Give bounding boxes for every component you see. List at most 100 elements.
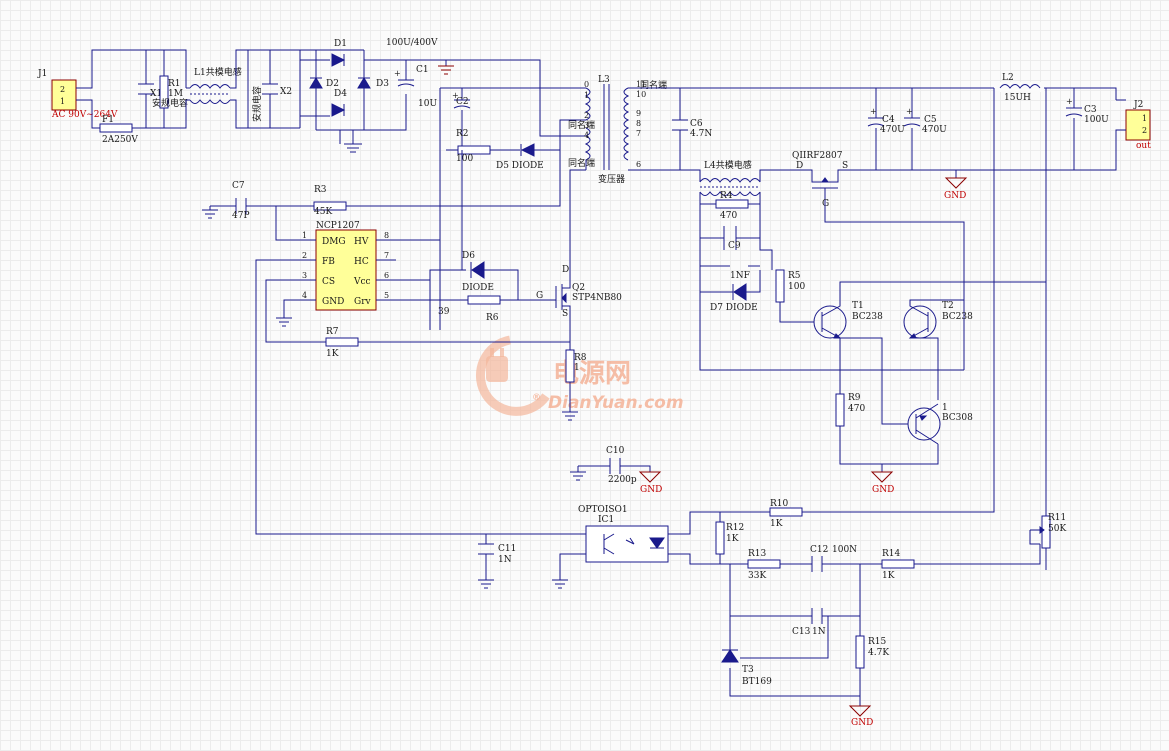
l3-pin-9: 9 [636, 109, 641, 118]
d1-label: D1 [334, 39, 347, 49]
ground-u1 [276, 316, 292, 327]
r11-value: 50K [1048, 524, 1066, 534]
c13-label: C13 [792, 627, 811, 637]
gnd-label-c10: GND [640, 485, 662, 495]
ground-secondary: GND [944, 177, 968, 201]
r1-label: R1 [168, 79, 181, 89]
c9-value: 1NF [730, 271, 750, 281]
c9-label: C9 [728, 241, 741, 251]
transistor-t1-bc238: T1 BC238 [813, 281, 1046, 370]
capacitor-c11: C11 1N [478, 543, 516, 565]
thyristor-t3-bt169: T3 BT169 [721, 649, 772, 687]
u1-num-6: 6 [384, 271, 389, 280]
c3-value: 100U [1084, 115, 1109, 125]
x1-label: X1 [150, 89, 162, 99]
watermark-plug-icon [486, 356, 508, 382]
c6-value: 4.7N [690, 129, 712, 139]
t4-label: 1 [942, 403, 948, 413]
gnd-label-feedback: GND [851, 718, 873, 728]
d6-value: DIODE [462, 283, 494, 293]
j1-label: J1 [37, 69, 47, 79]
bridge-rectifier: D1 D2 D3 D4 [300, 39, 389, 131]
r5-label: R5 [788, 271, 801, 281]
ground-driver: GND [870, 471, 894, 495]
ground-symbol-top [438, 65, 454, 75]
l3-dot-primary: 同名端 [568, 119, 595, 131]
q1-drain: D [796, 161, 803, 171]
l3-dot-aux: 同名端 [568, 157, 595, 169]
l3-pin-1: 1 [584, 91, 589, 100]
transistor-t2-bc238: T2 BC238 [903, 299, 973, 339]
u1-pin-grv: Grv [354, 297, 371, 307]
q1-source: S [842, 161, 848, 171]
r11-label: R11 [1048, 513, 1066, 523]
j2-note: out [1136, 141, 1151, 151]
potentiometer-r11: R11 50K [1030, 512, 1066, 570]
q2-source: S [562, 309, 568, 319]
t2-label: T2 [942, 301, 954, 311]
mosfet-q1-irf2807: QIIRF2807 D S G [792, 151, 876, 209]
x2-note: 安规电容 [251, 86, 263, 122]
u1-pin-gnd: GND [322, 297, 344, 307]
r12-value: 1K [726, 534, 739, 544]
u1-pin-hc: HC [354, 257, 369, 267]
svg-text:+: + [906, 107, 913, 116]
resistor-r4: R4 470 [715, 191, 749, 221]
q2-gate: G [536, 291, 543, 301]
capacitor-c3: + C3 100U [1065, 97, 1109, 125]
r14-label: R14 [882, 549, 901, 559]
q1-label: QIIRF2807 [792, 151, 843, 161]
diode-d7: D7 DIODE [710, 283, 758, 313]
x2-label: X2 [280, 87, 292, 97]
c4-value: 470U [880, 125, 905, 135]
r3-value: 45K [314, 207, 332, 217]
d2-label: D2 [326, 79, 339, 89]
svg-text:+: + [394, 69, 401, 78]
ac-input-rating: AC 90V~264V [51, 110, 118, 120]
r12-label: R12 [726, 523, 744, 533]
u1-num-2: 2 [302, 251, 307, 260]
u1-num-1: 1 [302, 231, 307, 240]
capacitor-c4: + C4 470U [867, 107, 905, 135]
r8-value: 1 [574, 363, 580, 373]
ground-c11 [478, 579, 494, 589]
c11-label: C11 [498, 544, 516, 554]
input-connector-j1: J1 2 1 AC 90V~264V [37, 69, 118, 120]
d7-label: D7 DIODE [710, 303, 758, 313]
t4-value: BC308 [942, 413, 973, 423]
r15-label: R15 [868, 637, 887, 647]
q2-drain: D [562, 265, 569, 275]
svg-text:+: + [1066, 97, 1073, 106]
l3-pin-4: 4 [584, 131, 589, 140]
l3-pin-3: 3 [584, 121, 589, 130]
d4-label: D4 [334, 89, 347, 99]
transformer-l3: L3 0 1 2 3 4 11 10 9 8 7 6 同名端 同名端 同名端 变… [568, 75, 667, 185]
resistor-r13: R13 33K [747, 549, 781, 581]
r8-label: R8 [574, 353, 587, 363]
j2-pin-2: 2 [1142, 126, 1147, 135]
t1-value: BC238 [852, 312, 883, 322]
capacitor-c5: + C5 470U [903, 107, 947, 135]
r14-value: 1K [882, 571, 895, 581]
ground-c10-right: GND [638, 471, 662, 495]
output-connector-j2: J2 1 2 out [1125, 100, 1151, 151]
l3-pin-10: 10 [636, 90, 646, 99]
l3-pin-2: 2 [584, 111, 589, 120]
c7-label: C7 [232, 181, 245, 191]
u1-part-label: NCP1207 [316, 221, 360, 231]
j1-pin-b: 1 [60, 97, 65, 106]
u1-pin-dmg: DMG [322, 237, 346, 247]
l1-label: L1共模电感 [194, 66, 242, 78]
r1-value: 1M [168, 89, 183, 99]
dianyuan-watermark: 电源网 ® DianYuan.com [475, 335, 684, 416]
u1-pin-fb: FB [322, 257, 335, 267]
gnd-label-driver: GND [872, 485, 894, 495]
j1-pin-a: 2 [60, 85, 65, 94]
ground-c7 [202, 206, 218, 219]
capacitor-x2: X2 安规电容 [251, 83, 292, 122]
t2-value: BC238 [942, 312, 973, 322]
capacitor-c10: C10 2200p [606, 446, 637, 485]
capacitor-x1: X1 [138, 83, 162, 99]
